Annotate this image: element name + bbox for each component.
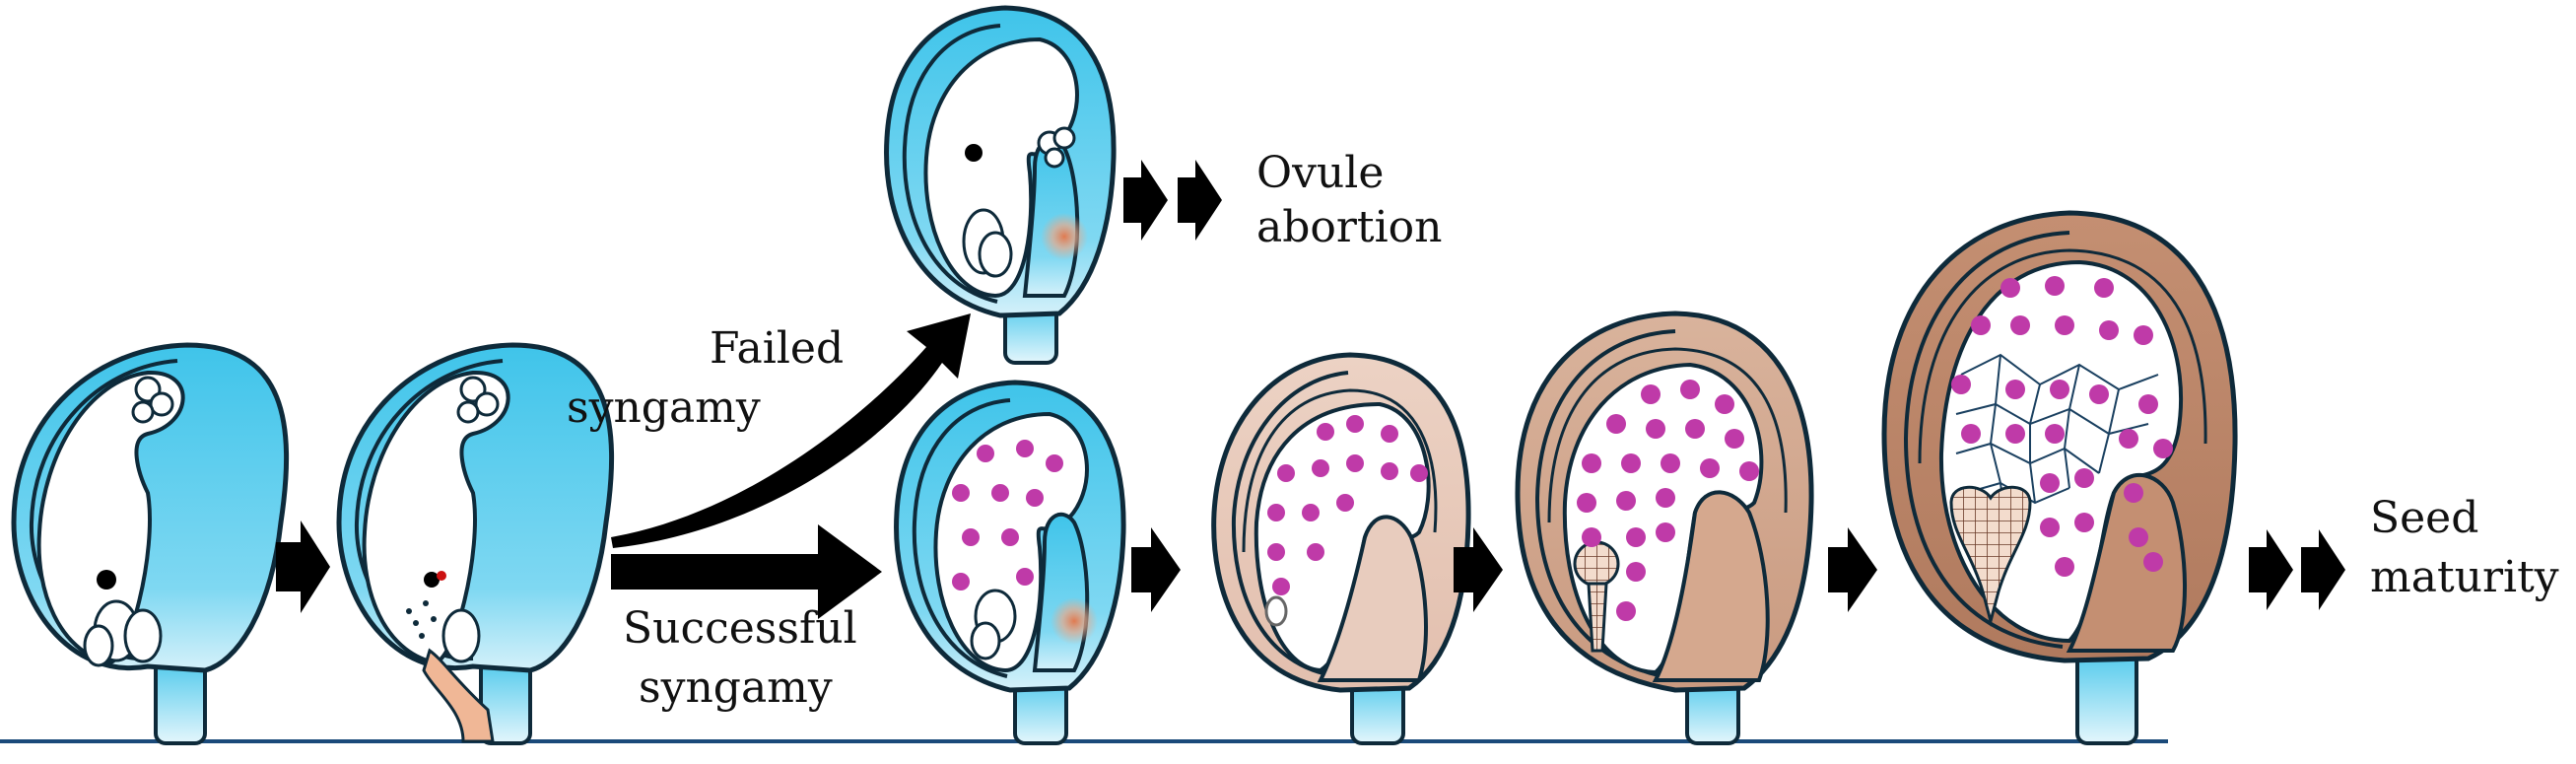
label-abortion: abortion <box>1256 202 1443 252</box>
arrow-stage-4 <box>1131 527 1181 612</box>
label-successful: Successful <box>623 603 857 654</box>
ovule-fertilized <box>894 380 1126 745</box>
arrow-maturity-2 <box>2301 529 2345 610</box>
label-ovule: Ovule <box>1256 148 1384 198</box>
label-failed: Failed <box>710 323 844 374</box>
ovule-failed <box>884 5 1117 365</box>
arrow-stage-5 <box>1454 527 1503 612</box>
arrow-abortion-2 <box>1178 160 1222 241</box>
arrow-abortion-1 <box>1123 160 1168 241</box>
seed-early <box>1211 352 1471 745</box>
arrow-maturity-1 <box>2249 529 2293 610</box>
arrow-successful-syngamy <box>611 524 882 619</box>
label-failed-syngamy: syngamy <box>567 382 761 433</box>
seed-mid <box>1515 311 1814 745</box>
seed-late <box>1881 210 2238 745</box>
ovule-stage-1 <box>11 342 290 745</box>
label-successful-syngamy: syngamy <box>639 662 833 713</box>
ovule-stage-2-pollen-tube <box>336 342 615 745</box>
arrow-stage-6 <box>1828 527 1877 612</box>
label-maturity: maturity <box>2370 552 2559 602</box>
label-seed: Seed <box>2370 493 2478 543</box>
arrow-1 <box>276 521 330 613</box>
arrow-failed-syngamy <box>611 313 971 548</box>
